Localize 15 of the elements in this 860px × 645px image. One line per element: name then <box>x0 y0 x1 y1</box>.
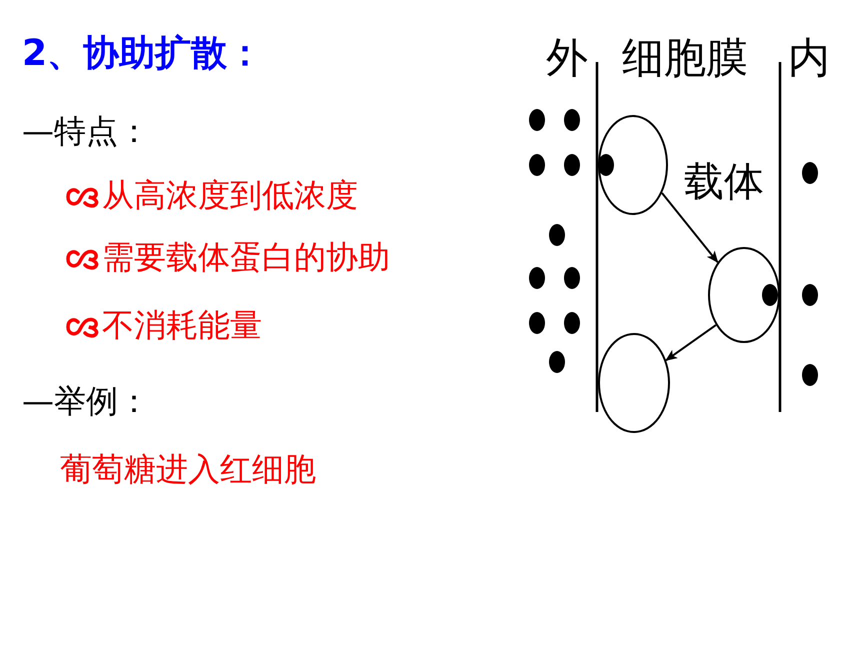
carrier-circle <box>598 333 670 433</box>
label-text: 内 <box>788 34 830 82</box>
label-text: 葡萄糖进入红细胞 <box>60 450 316 488</box>
bullet-text: 从高浓度到低浓度 <box>102 176 358 214</box>
bullet-text: 不消耗能量 <box>102 306 262 344</box>
carrier-circle <box>598 115 668 215</box>
arrow <box>661 192 718 264</box>
arrow <box>665 324 716 362</box>
bullet-text: 需要载体蛋白的协助 <box>102 238 390 276</box>
title: 2、协助扩散： <box>22 32 264 76</box>
section-heading: —举例： <box>22 382 150 420</box>
label-text: 外 <box>546 34 588 82</box>
section-heading: —特点： <box>22 112 150 150</box>
carrier-circle <box>708 247 780 343</box>
label-text: 细胞膜 <box>622 34 748 82</box>
